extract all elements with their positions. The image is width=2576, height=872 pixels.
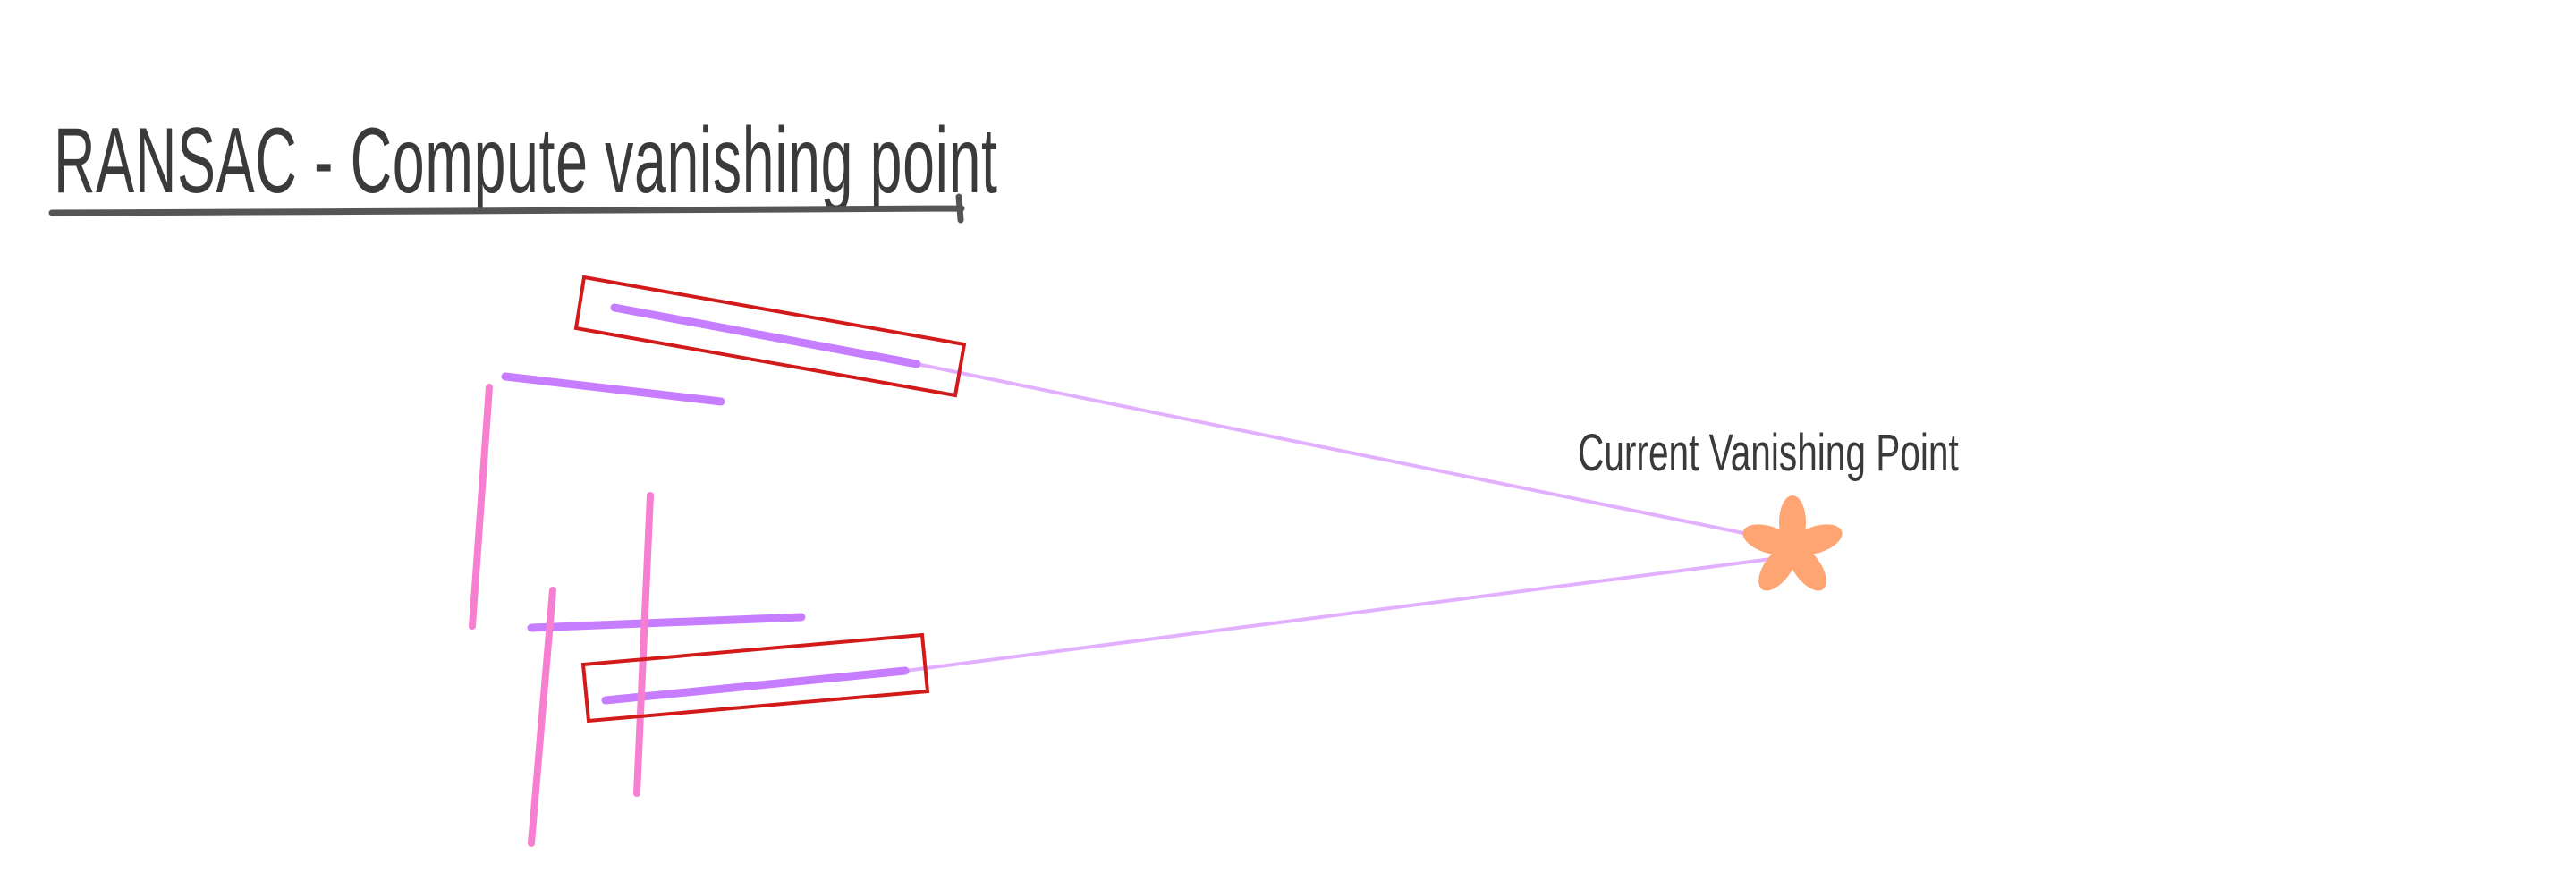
vanishing-point-label: Current Vanishing Point — [1578, 424, 1959, 482]
line-segment-inlier-lower — [601, 666, 910, 705]
extension-line-upper — [915, 362, 1780, 542]
asterisk-icon — [1742, 495, 1843, 591]
line-segment — [469, 384, 493, 630]
inlier-box-upper — [573, 275, 967, 398]
title-underline — [48, 193, 965, 224]
line-segment — [527, 613, 806, 632]
line-segment — [501, 372, 725, 406]
line-segment — [528, 587, 556, 847]
line-segment — [633, 492, 654, 797]
slide-title: RANSAC - Compute vanishing point — [54, 109, 998, 213]
line-segment-inlier-upper — [610, 303, 921, 368]
extension-line-lower — [903, 556, 1780, 673]
inlier-box-lower — [580, 632, 930, 724]
